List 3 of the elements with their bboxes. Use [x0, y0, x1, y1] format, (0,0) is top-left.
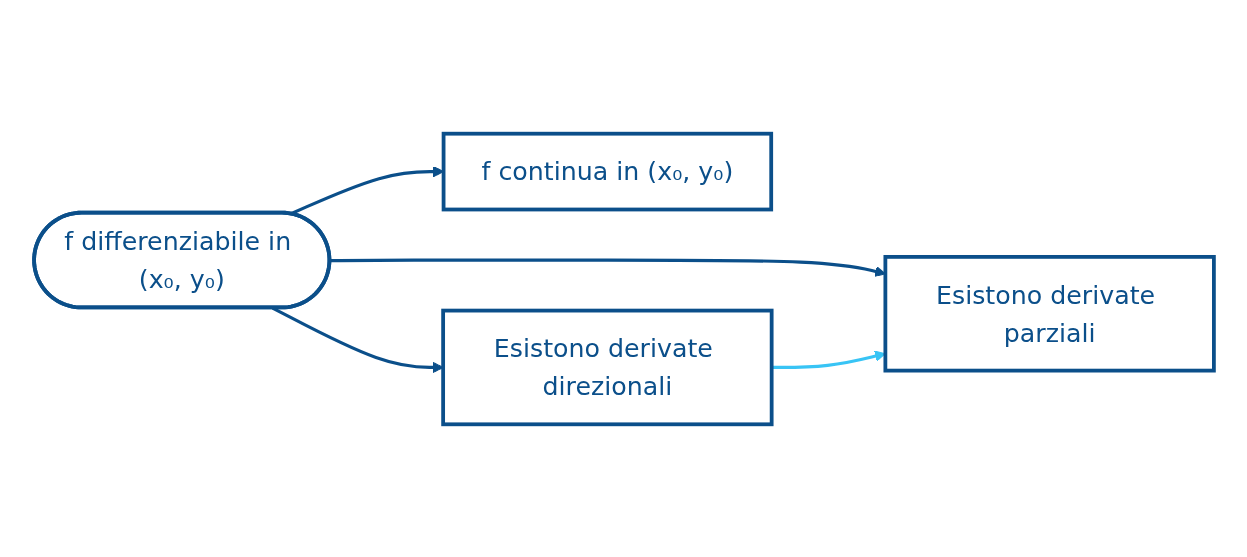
- node-box: Esistono derivate parziali: [882, 254, 1216, 372]
- node-box: Esistono derivate direzionali: [440, 308, 774, 426]
- node-box: f continua in (x₀, y₀): [441, 131, 773, 211]
